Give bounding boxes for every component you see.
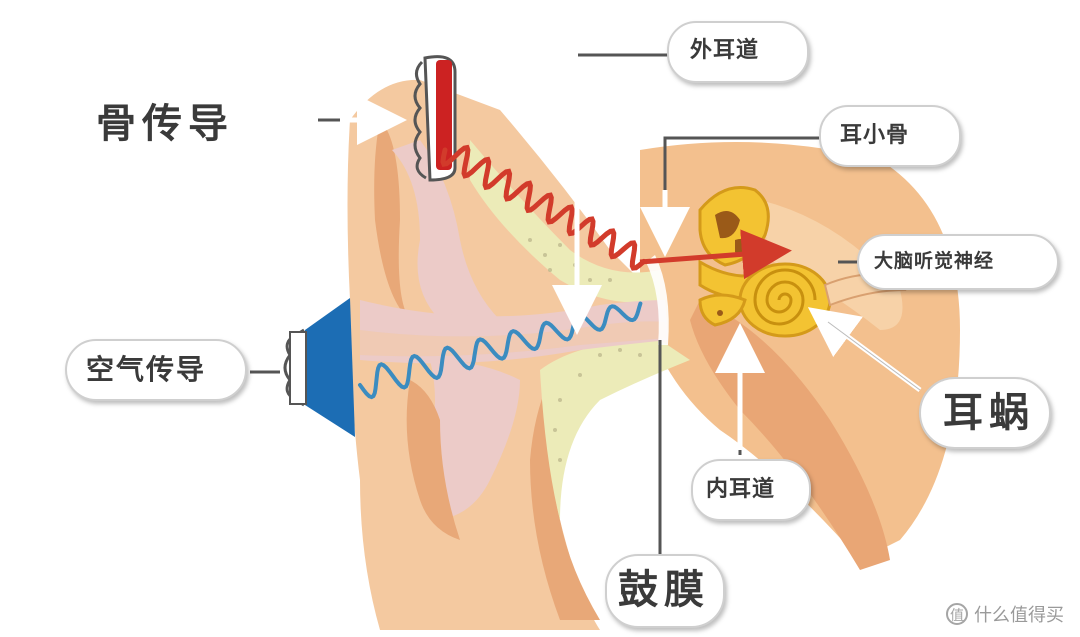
eardrum-bubble [605, 554, 725, 628]
ossicles-label: 耳小骨 [840, 123, 910, 148]
bone-conduction-label: 骨传导 [96, 101, 234, 147]
cochlea-bubble [919, 377, 1051, 449]
watermark-icon: 值 [946, 603, 968, 625]
bone-device-red-bar [436, 60, 452, 170]
bone-wave-arrow [639, 229, 792, 280]
auditory-nerve-label: 大脑听觉神经 [874, 250, 995, 272]
watermark-text: 什么值得买 [974, 605, 1064, 626]
speaker-cone [305, 298, 355, 437]
eardrum-label: 鼓膜 [618, 567, 710, 613]
inner-ear-canal-bubble [691, 459, 811, 521]
air-conduction-label: 空气传导 [86, 353, 207, 386]
outer-ear-canal-label: 外耳道 [690, 38, 760, 63]
air-conduction-bubble [65, 339, 247, 401]
outer-ear-canal-bubble [667, 21, 809, 83]
inner-ear-canal-label: 内耳道 [706, 477, 776, 502]
bone-conduction-wave [440, 144, 647, 271]
auditory-nerve-bubble [857, 234, 1059, 290]
canal-bone-lower [540, 340, 690, 520]
cochlea-arrow [807, 307, 922, 393]
eardrum-shape [646, 255, 669, 345]
cochlea-label: 耳蜗 [943, 390, 1035, 436]
canal-bone-upper [470, 140, 660, 303]
watermark: 值 什么值得买 [946, 601, 1064, 627]
ossicles-bubble [819, 105, 961, 167]
